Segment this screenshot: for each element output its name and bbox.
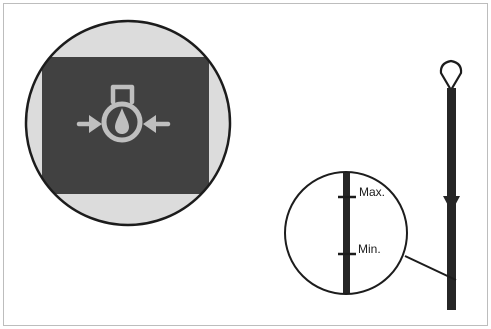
dipstick-handle [439,59,463,92]
dipstick-detail-magnifier: Max. Min. [284,171,408,295]
leader-line [404,255,457,281]
magnifier-ring-left [24,19,232,227]
oil-drop-shape [115,108,129,134]
warning-light-magnifier [24,19,232,227]
dipstick [439,59,463,310]
oil-pressure-warning-icon [76,84,171,143]
magnifier-ring-right [284,171,408,295]
detail-stick [343,172,350,294]
max-mark-label: Max. [359,185,385,199]
right-arrow-head [143,115,156,133]
pressure-ring [101,101,143,143]
dipstick-arrow [443,196,460,212]
left-arrow-head [89,115,102,133]
min-mark-label: Min. [358,242,381,256]
housing-outline [110,84,135,105]
